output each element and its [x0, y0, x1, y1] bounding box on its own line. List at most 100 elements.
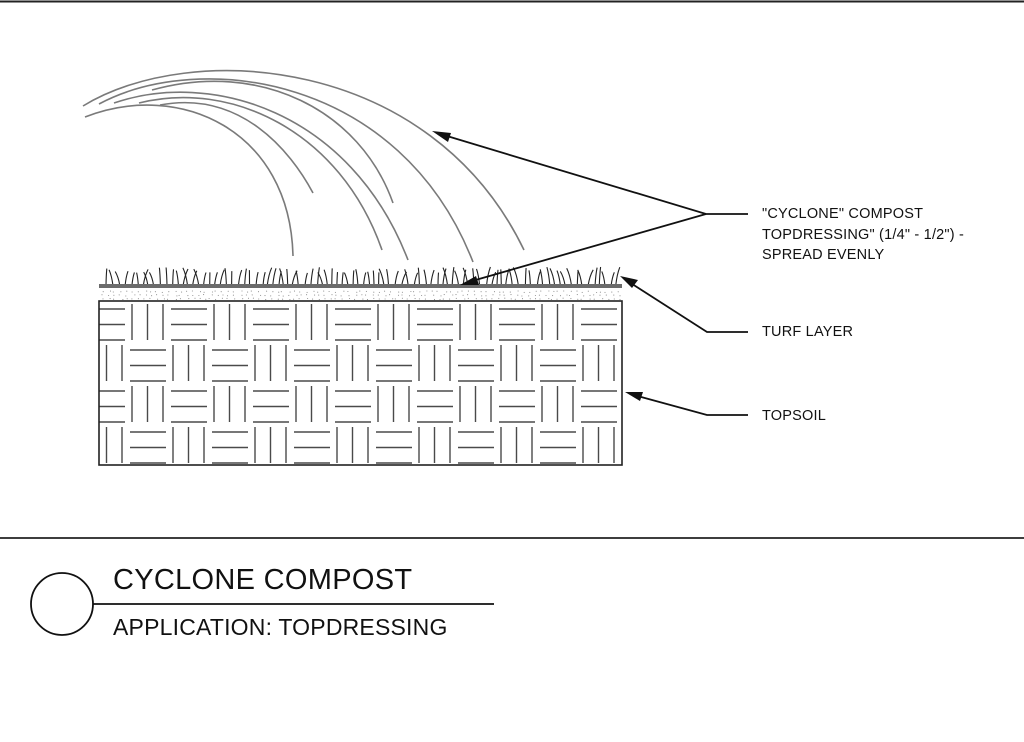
stipple-dot: [576, 294, 578, 296]
stipple-dot: [499, 294, 501, 296]
grass-blade: [437, 272, 440, 286]
stipple-dot: [226, 295, 229, 297]
grass-blade: [528, 270, 531, 286]
stipple-dot: [186, 290, 188, 292]
stipple-dot: [583, 295, 585, 297]
stipple-dot: [102, 291, 104, 293]
stipple-dot: [330, 298, 332, 300]
stipple-dot: [467, 297, 469, 299]
stipple-dot: [156, 294, 158, 296]
stipple-dot: [118, 294, 120, 296]
stipple-dot: [534, 294, 536, 297]
compost-leader: [436, 132, 748, 284]
stipple-dot: [108, 294, 110, 297]
stipple-dot: [491, 298, 493, 300]
grass-blade: [386, 269, 390, 286]
stipple-dot: [247, 297, 250, 299]
stipple-dot: [473, 290, 475, 292]
stipple-dot: [392, 298, 394, 300]
grass-blade: [262, 272, 266, 286]
stipple-dot: [289, 291, 291, 293]
stipple-dot: [401, 297, 403, 299]
grass-blade: [143, 271, 149, 286]
stipple-dot: [341, 298, 343, 300]
stipple-dot: [214, 290, 216, 292]
stipple-dot: [568, 294, 571, 297]
grass-blade: [404, 269, 409, 286]
stipple-dot: [166, 298, 169, 300]
grass-blade: [451, 267, 455, 286]
stipple-dot: [162, 294, 164, 296]
stipple-dot: [175, 290, 177, 292]
stipple-dot: [266, 290, 268, 292]
grass-blade: [363, 272, 367, 286]
grass-blade: [148, 272, 155, 286]
stipple-dot: [559, 295, 562, 297]
stipple-dot: [313, 290, 315, 292]
stipple-dot: [617, 291, 619, 293]
stipple-dot: [504, 297, 506, 299]
stipple-dot: [443, 294, 445, 296]
stipple-dot: [599, 291, 601, 293]
stipple-dot: [481, 298, 483, 300]
stipple-dot: [146, 290, 148, 292]
stipple-dot: [335, 294, 337, 296]
grass-blade: [423, 269, 428, 286]
stipple-dot: [241, 290, 243, 292]
detail-subtitle: APPLICATION: TOPDRESSING: [113, 614, 448, 640]
stipple-dot: [485, 295, 487, 297]
stipple-dot: [278, 291, 280, 293]
stipple-dot: [452, 294, 454, 296]
stipple-dot: [167, 294, 169, 296]
stipple-dot: [112, 291, 114, 293]
stipple-dot: [126, 290, 128, 292]
stipple-dot: [323, 290, 325, 292]
stipple-dot: [373, 291, 375, 293]
stipple-dot: [314, 294, 316, 296]
stipple-dot: [288, 294, 290, 296]
stipple-dot: [280, 291, 282, 293]
stipple-dot: [514, 298, 516, 300]
stipple-dot: [306, 291, 308, 293]
grass-blade: [131, 272, 135, 286]
stipple-dot: [247, 291, 249, 293]
stipple-dot: [175, 299, 177, 301]
stipple-dot: [149, 297, 151, 299]
stipple-dot: [599, 294, 601, 296]
callout-line: TOPSOIL: [762, 408, 826, 424]
grass-blade: [454, 270, 460, 286]
grass-blade: [442, 267, 449, 286]
stipple-dot: [348, 297, 351, 300]
spray-arc: [98, 78, 474, 263]
stipple-dot: [307, 297, 309, 300]
stipple-dot: [203, 294, 205, 296]
stipple-dot: [410, 290, 412, 293]
stipple-dot: [252, 297, 254, 299]
stipple-dot: [372, 294, 374, 296]
grass-blade: [192, 270, 198, 286]
stipple-dot: [475, 298, 477, 300]
stipple-dot: [250, 290, 252, 292]
stipple-dot: [433, 294, 435, 296]
stipple-dot: [188, 298, 190, 300]
stipple-dot: [556, 290, 558, 292]
stipple-dot: [232, 294, 234, 296]
spray-arc: [82, 69, 525, 251]
stipple-dot: [271, 298, 273, 300]
stipple-dot: [474, 294, 476, 296]
stipple-dot: [151, 295, 153, 297]
stipple-dot: [242, 298, 244, 300]
stipple-dot: [528, 295, 530, 297]
stipple-dot: [298, 298, 300, 300]
stipple-dot: [109, 298, 111, 300]
stipple-dot: [251, 294, 253, 296]
stipple-dot: [529, 298, 531, 300]
stipple-dot: [191, 290, 193, 292]
stipple-dot: [540, 290, 542, 292]
stipple-dot: [194, 297, 196, 299]
stipple-dot: [205, 298, 207, 300]
grass-blade: [587, 269, 594, 286]
grass-blade: [486, 266, 491, 286]
grass-blade: [509, 270, 513, 286]
grass-blade: [182, 267, 189, 286]
